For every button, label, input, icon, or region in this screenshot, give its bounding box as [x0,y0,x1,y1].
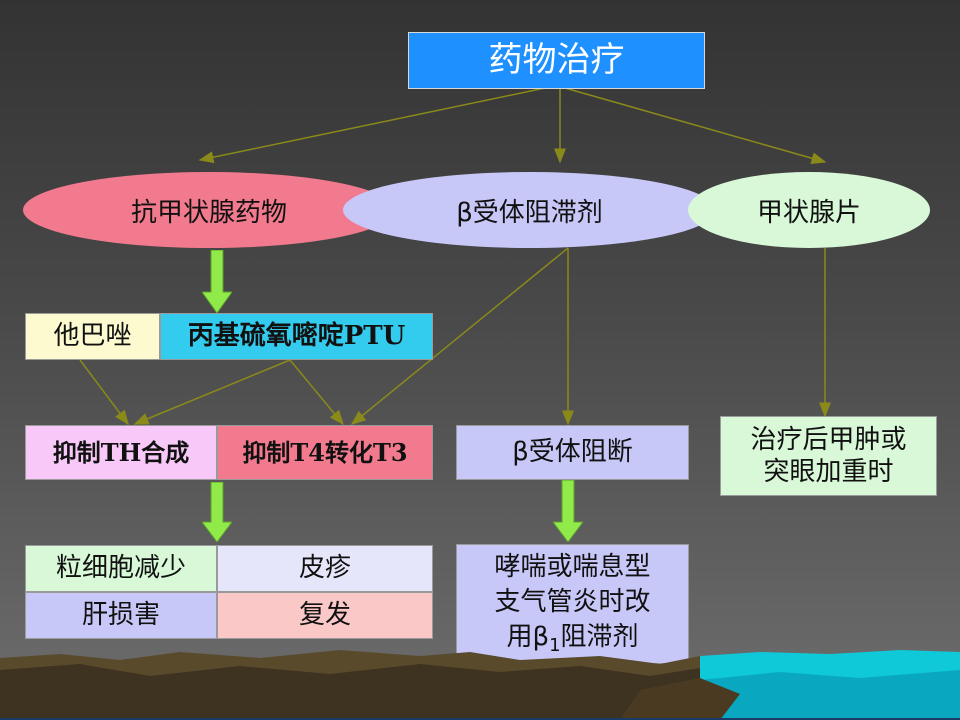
beta-note-line3-suffix: 阻滞剂 [560,621,639,652]
relapse-box: 复发 [217,592,433,639]
connector-title-antithyroid [198,87,546,164]
liver-damage-label: 肝损害 [81,600,160,631]
tapazole-label: 他巴唑 [53,321,132,352]
beta-block-box: β受体阻断 [456,425,689,480]
beta-block-label: β受体阻断 [512,437,633,468]
beta-note-line2: 支气管炎时改 [494,586,651,617]
beta-note-line1: 哮喘或喘息型 [494,551,651,582]
beta-note-box: 哮喘或喘息型 支气管炎时改 用β1阻滞剂 [456,544,689,664]
connector-title-thyroid [564,87,827,165]
rash-label: 皮疹 [298,553,351,584]
thyroid-use-box: 治疗后甲肿或 突眼加重时 [720,416,937,496]
ptu-label: 丙基硫氧嘧啶PTU [187,321,406,352]
antithyroid-label: 抗甲状腺药物 [130,197,287,228]
granulocytopenia-box: 粒细胞减少 [25,545,217,592]
connector-tapazole-th [79,359,129,426]
beta-note-line3-sub: 1 [549,635,561,657]
fat-arrow-beta [553,480,583,542]
tapazole-box: 他巴唑 [25,313,160,360]
rash-box: 皮疹 [217,545,433,592]
title-box: 药物治疗 [408,32,705,89]
inhibit-t4-box: 抑制T4转化T3 [217,425,433,480]
inhibit-th-box: 抑制TH合成 [25,425,217,480]
thyroid-tablet-ellipse: 甲状腺片 [688,172,930,248]
granulocytopenia-label: 粒细胞减少 [55,553,186,584]
connector-beta-t4 [350,247,569,425]
thyroid-use-line1: 治疗后甲肿或 [750,424,907,455]
thyroid-tablet-label: 甲状腺片 [756,197,861,228]
liver-damage-box: 肝损害 [25,592,217,639]
fat-arrow-mechanism [202,482,232,542]
thyroid-use-line2: 突眼加重时 [763,457,894,487]
antithyroid-ellipse: 抗甲状腺药物 [23,172,395,248]
ptu-box: 丙基硫氧嘧啶PTU [160,313,433,360]
decorative-terrain [0,650,960,720]
connector-ptu-th [133,359,291,425]
beta-note-line3-prefix: 用β [506,621,550,652]
relapse-label: 复发 [298,600,351,631]
title-text: 药物治疗 [488,40,625,81]
beta-blocker-ellipse: β受体阻滞剂 [343,172,716,248]
inhibit-t4-label: 抑制T4转化T3 [242,437,408,467]
beta-blocker-label: β受体阻滞剂 [456,197,603,228]
beta-note-line3: 用β1阻滞剂 [506,620,638,658]
connector-ptu-t4 [289,359,344,426]
fat-arrow-antithyroid [202,250,232,313]
inhibit-th-label: 抑制TH合成 [52,437,190,467]
